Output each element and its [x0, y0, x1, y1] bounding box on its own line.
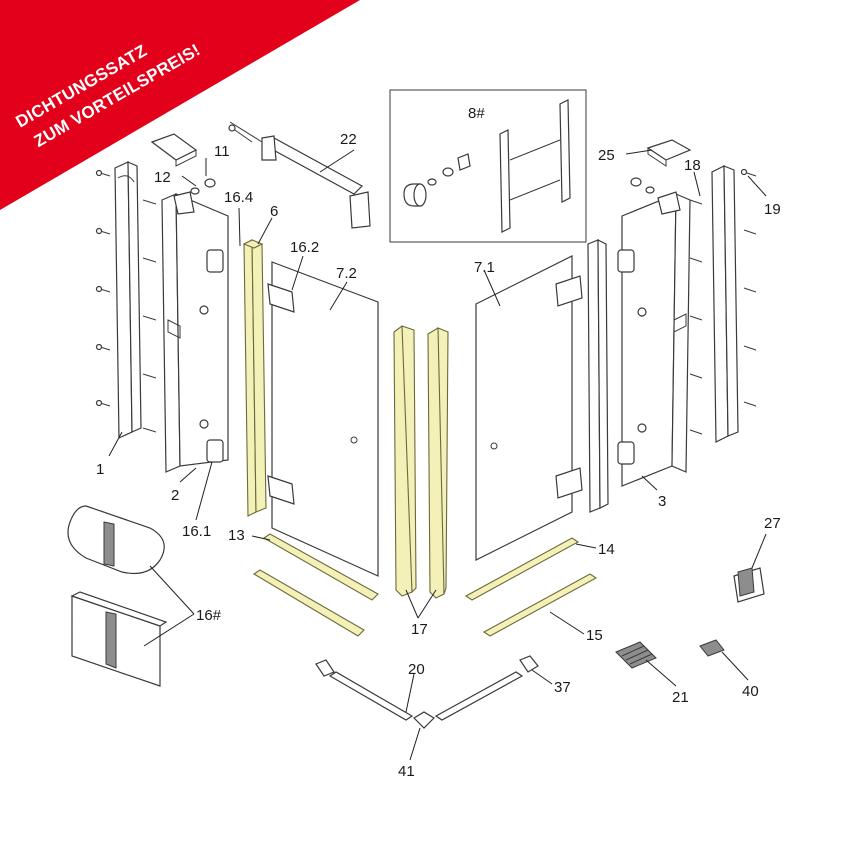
knob-handle	[403, 153, 471, 207]
bottom-rail-left	[315, 659, 414, 721]
fixed-panel-left	[161, 191, 229, 473]
label-part-15: 15	[586, 627, 603, 644]
handle-kit-box	[389, 89, 587, 243]
seal-strip-6	[242, 239, 267, 517]
wall-profile-right	[689, 165, 757, 443]
label-part-20: 20	[408, 661, 425, 678]
label-part-2: 2	[171, 487, 179, 504]
part-40-cap	[699, 639, 725, 657]
bottom-rail-right	[434, 655, 539, 721]
label-part-7-2: 7.2	[336, 265, 357, 282]
label-part-25: 25	[598, 147, 615, 164]
label-part-6: 6	[270, 203, 278, 220]
label-part-21: 21	[672, 689, 689, 706]
hinge-pin-16-4	[228, 124, 253, 143]
hinge-lower-left	[206, 439, 224, 463]
door-panel-7-2	[267, 261, 379, 577]
label-part-41: 41	[398, 763, 415, 780]
seal-strips-17	[393, 325, 449, 599]
door-panel-7-1	[475, 255, 583, 561]
label-part-17: 17	[411, 621, 428, 638]
hinge-upper-left	[206, 249, 224, 273]
leader-lines	[108, 149, 767, 761]
label-part-1: 1	[96, 461, 104, 478]
label-part-27: 27	[764, 515, 781, 532]
label-part-14: 14	[598, 541, 615, 558]
label-part-12: 12	[154, 169, 171, 186]
label-part-8: 8#	[468, 105, 485, 122]
promo-banner: DICHTUNGSSATZ ZUM VORTEILSPREIS!	[0, 0, 360, 210]
label-part-16: 16#	[196, 607, 222, 624]
bottom-seal-13b	[252, 569, 365, 637]
hinge-lower-right	[617, 441, 635, 465]
seal-strip-right	[587, 239, 609, 513]
part-27-clip	[733, 567, 765, 603]
label-part-18: 18	[684, 157, 701, 174]
bottom-seal-13	[262, 533, 379, 601]
fixed-panel-right	[617, 191, 691, 487]
cover-clip-top-left	[150, 133, 198, 167]
wall-profile-left	[95, 161, 157, 439]
label-part-16-4: 16.4	[224, 189, 253, 206]
label-part-16-2: 16.2	[290, 239, 319, 256]
label-part-40: 40	[742, 683, 759, 700]
hinge-detail-round	[67, 505, 165, 575]
label-part-22: 22	[340, 131, 357, 148]
label-part-3: 3	[658, 493, 666, 510]
promo-banner-background	[0, 0, 360, 210]
corner-piece-41	[413, 711, 435, 729]
label-part-7-1: 7.1	[474, 259, 495, 276]
hinge-upper-right	[617, 249, 635, 273]
bottom-seal-15	[482, 573, 598, 637]
bar-handle	[499, 99, 571, 233]
hinge-detail-square	[70, 591, 168, 687]
screw-top-left	[190, 178, 216, 195]
label-part-19: 19	[764, 201, 781, 218]
part-21-comb	[615, 641, 657, 669]
wall-screws-right	[689, 168, 757, 435]
bottom-seal-14	[464, 537, 580, 601]
screws-top-right	[630, 177, 655, 194]
stabilizer-bar-22	[229, 121, 371, 229]
label-part-13: 13	[228, 527, 245, 544]
part-labels: 1 2 3 6 7.1 7.2 8# 11 12 13 14 15 16# 16…	[96, 105, 781, 780]
label-part-16-1: 16.1	[182, 523, 211, 540]
wall-screws-left	[95, 169, 157, 433]
label-part-11: 11	[214, 143, 230, 160]
label-part-37: 37	[554, 679, 571, 696]
